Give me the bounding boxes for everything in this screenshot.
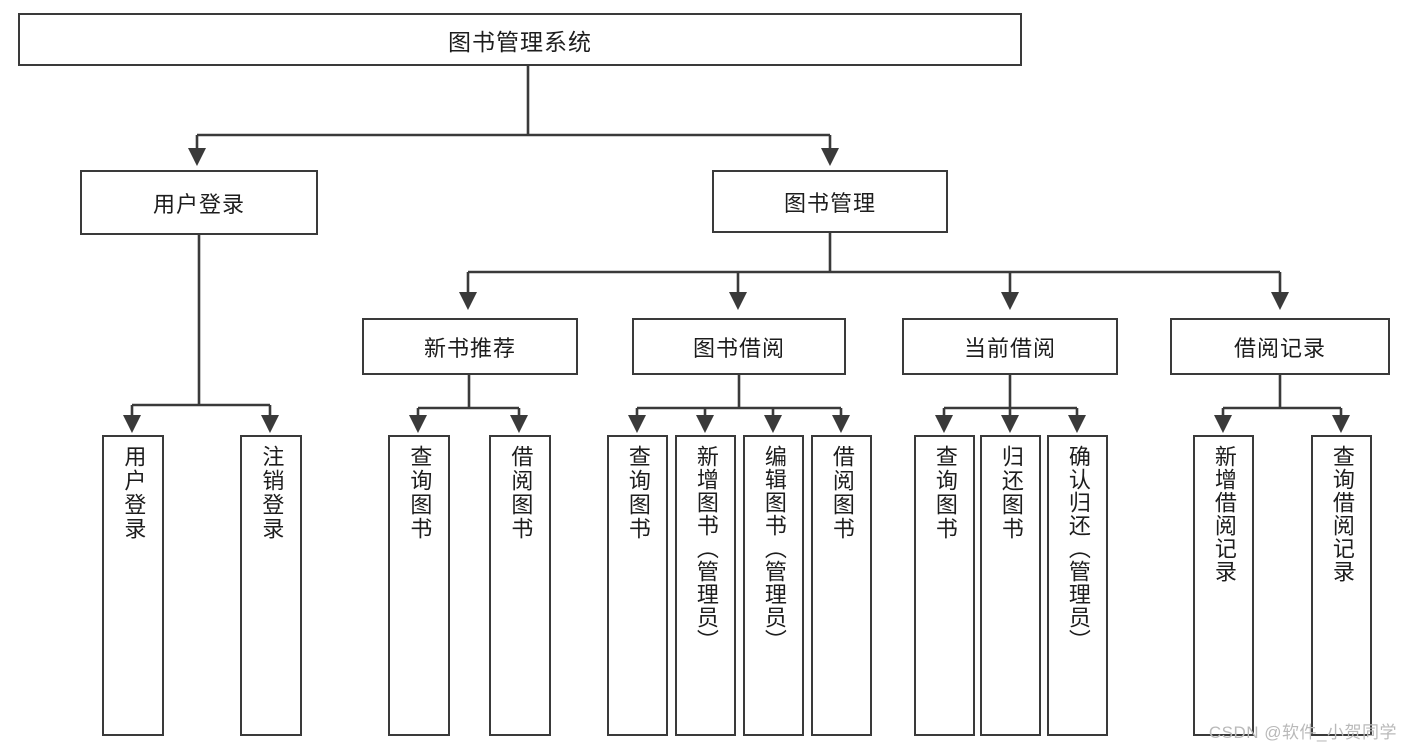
leaf-add-book-admin[interactable]: 新增图书（管理员） [675, 435, 736, 736]
leaf-label: 查询图书 [407, 445, 433, 541]
leaf-user-login[interactable]: 用户登录 [102, 435, 164, 736]
leaf-add-borrow-record[interactable]: 新增借阅记录 [1193, 435, 1254, 736]
leaf-label: 注销登录 [259, 445, 285, 541]
node-book-manage[interactable]: 图书管理 [712, 170, 948, 233]
leaf-label: 确认归还（管理员） [1065, 445, 1091, 652]
leaf-confirm-return-admin[interactable]: 确认归还（管理员） [1047, 435, 1108, 736]
leaf-query-book-borrow[interactable]: 查询图书 [607, 435, 668, 736]
leaf-label: 归还图书 [998, 445, 1024, 541]
leaf-borrow-book-borrow[interactable]: 借阅图书 [811, 435, 872, 736]
leaf-query-book-current[interactable]: 查询图书 [914, 435, 975, 736]
leaf-label: 查询图书 [932, 445, 958, 541]
leaf-edit-book-admin[interactable]: 编辑图书（管理员） [743, 435, 804, 736]
leaf-query-borrow-record[interactable]: 查询借阅记录 [1311, 435, 1372, 736]
leaf-label: 新增图书（管理员） [693, 445, 719, 652]
leaf-query-book-new[interactable]: 查询图书 [388, 435, 450, 736]
leaf-label: 借阅图书 [829, 445, 855, 541]
node-user-login[interactable]: 用户登录 [80, 170, 318, 235]
node-new-book-recommend[interactable]: 新书推荐 [362, 318, 578, 375]
leaf-label: 新增借阅记录 [1211, 445, 1237, 583]
leaf-label: 用户登录 [121, 445, 147, 541]
leaf-label: 查询借阅记录 [1329, 445, 1355, 583]
node-root-system[interactable]: 图书管理系统 [18, 13, 1022, 66]
node-book-borrow[interactable]: 图书借阅 [632, 318, 846, 375]
leaf-label: 借阅图书 [508, 445, 534, 541]
node-current-borrow[interactable]: 当前借阅 [902, 318, 1118, 375]
leaf-label: 编辑图书（管理员） [761, 445, 787, 652]
node-borrow-record[interactable]: 借阅记录 [1170, 318, 1390, 375]
leaf-logout[interactable]: 注销登录 [240, 435, 302, 736]
watermark: CSDN @软件_小贺同学 [1208, 723, 1397, 742]
leaf-borrow-book-new[interactable]: 借阅图书 [489, 435, 551, 736]
leaf-return-book[interactable]: 归还图书 [980, 435, 1041, 736]
leaf-label: 查询图书 [625, 445, 651, 541]
